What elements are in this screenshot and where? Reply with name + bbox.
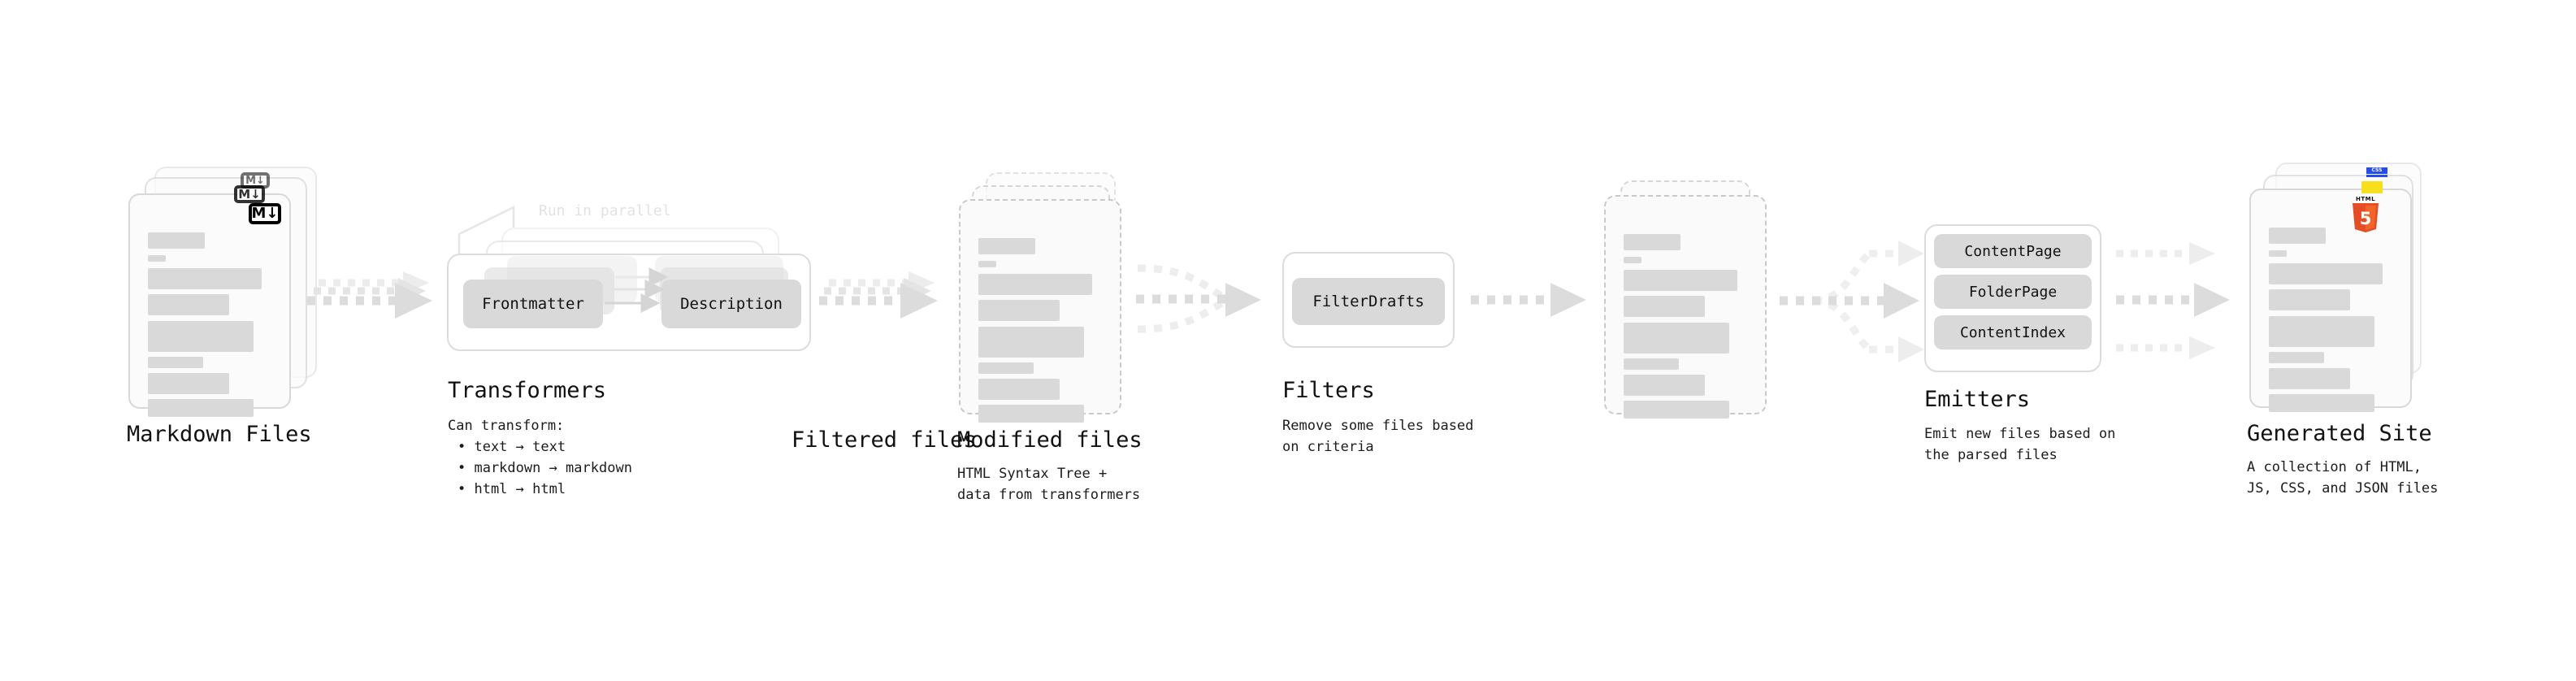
skeleton-bar — [978, 274, 1092, 295]
transformers-bullet-2: • html → html — [458, 481, 566, 497]
skeleton-bar — [1624, 257, 1641, 263]
generated-site-description: A collection of HTML, JS, CSS, and JSON … — [2247, 459, 2439, 497]
css-icon: CSS — [2366, 167, 2387, 177]
skeleton-bar — [978, 362, 1034, 374]
skeleton-bar — [2269, 250, 2287, 257]
stage-label-generated-site: Generated Site — [2247, 421, 2432, 446]
skeleton-bar — [1624, 323, 1729, 354]
skeleton-bar — [2269, 263, 2383, 284]
skeleton-bar — [148, 255, 166, 262]
stage-label-markdown-files: Markdown Files — [127, 422, 312, 447]
markdown-badge-arrow: ↓ — [266, 205, 279, 222]
connector-filtered-to-emitters — [1780, 241, 1924, 362]
skeleton-bar — [978, 238, 1035, 254]
chip-contentindex[interactable]: ContentIndex — [1934, 315, 2092, 349]
markdown-badge-arrow: ↓ — [250, 186, 261, 202]
connector-transformers-to-modified — [819, 271, 938, 319]
markdown-badge: M↓ — [234, 185, 265, 203]
skeleton-bar — [2269, 368, 2350, 389]
stage-label-transformers: Transformers — [448, 378, 607, 403]
connector-markdown-to-transformers — [307, 271, 432, 319]
transformers-description: Can transform: — [448, 418, 565, 434]
markdown-badge-letter: M — [245, 174, 257, 187]
html5-icon-digit: 5 — [2360, 209, 2372, 228]
chip-frontmatter[interactable]: Frontmatter — [463, 280, 603, 328]
transformers-bullet-0: • text → text — [458, 439, 566, 455]
modified-files-description: HTML Syntax Tree + data from transformer… — [957, 466, 1141, 504]
skeleton-bar — [148, 268, 262, 289]
connector-emitters-to-site — [2116, 242, 2230, 359]
skeleton-bar — [1624, 270, 1737, 291]
skeleton-bar — [978, 327, 1084, 358]
skeleton-bar — [2269, 394, 2374, 412]
markdown-badge-arrow: ↓ — [256, 174, 265, 187]
skeleton-bar — [2269, 289, 2350, 310]
js-icon — [2361, 181, 2383, 193]
skeleton-bar — [1624, 296, 1705, 317]
css-icon-label: CSS — [2366, 167, 2387, 174]
skeleton-bar — [978, 379, 1060, 400]
markdown-badge-letter: M — [238, 186, 251, 202]
skeleton-bar — [2269, 352, 2324, 363]
skeleton-bar — [978, 261, 996, 267]
filtered-card-front — [1604, 195, 1767, 419]
skeleton-bar — [148, 373, 229, 394]
chip-description[interactable]: Description — [661, 280, 801, 328]
markdown-badge-letter: M — [251, 205, 267, 222]
markdown-card-front — [128, 193, 291, 417]
skeleton-bar — [148, 399, 254, 417]
connector-modified-to-filters — [1136, 264, 1261, 333]
skeleton-bar — [148, 321, 254, 352]
stage-label-filters: Filters — [1282, 378, 1375, 403]
skeleton-bar — [148, 294, 229, 315]
skeleton-bar — [978, 405, 1084, 423]
html5-shield-icon: 5 — [2353, 203, 2379, 232]
chip-contentpage[interactable]: ContentPage — [1934, 234, 2092, 268]
stage-label-modified-files: Modified files — [957, 427, 1143, 453]
chip-folderpage[interactable]: FolderPage — [1934, 275, 2092, 309]
modified-card-front — [959, 199, 1121, 423]
transformers-bullet-1: • markdown → markdown — [458, 460, 632, 476]
skeleton-bar — [1624, 358, 1679, 370]
skeleton-bar — [978, 300, 1060, 321]
html5-icon-label: HTML — [2355, 196, 2376, 202]
connector-filters-to-filtered — [1471, 283, 1586, 317]
markdown-badge: M↓ — [249, 203, 281, 224]
chip-filterdrafts[interactable]: FilterDrafts — [1292, 278, 1445, 325]
skeleton-bar — [2269, 228, 2326, 244]
stage-label-filtered-files: Filtered files — [791, 427, 977, 453]
skeleton-bar — [1624, 375, 1705, 396]
filters-description: Remove some files based on criteria — [1282, 418, 1474, 456]
emitters-description: Emit new files based on the parsed files — [1924, 426, 2116, 464]
stage-label-emitters: Emitters — [1924, 387, 2031, 412]
skeleton-bar — [1624, 401, 1729, 419]
skeleton-bar — [148, 357, 203, 368]
run-in-parallel-note: Run in parallel — [539, 202, 671, 219]
skeleton-bar — [2269, 316, 2374, 347]
site-card-front — [2249, 189, 2412, 412]
skeleton-bar — [148, 232, 205, 249]
html5-icon: HTML 5 — [2350, 196, 2381, 233]
skeleton-bar — [1624, 234, 1680, 250]
